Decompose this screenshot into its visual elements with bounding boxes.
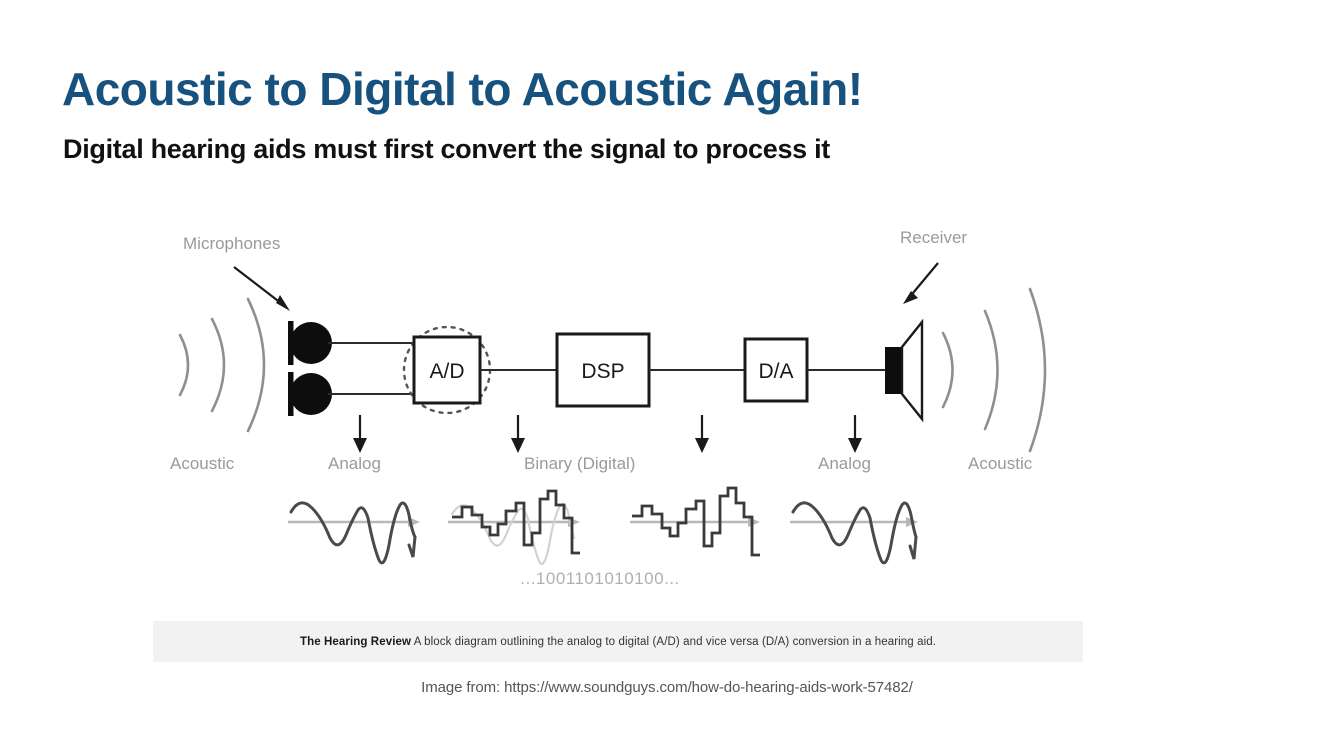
block-dsp-label: DSP — [581, 360, 624, 383]
caption-band: The Hearing Review A block diagram outli… — [153, 621, 1083, 662]
diagram-svg: Microphones A/D — [170, 228, 1047, 588]
receiver-label: Receiver — [900, 228, 967, 247]
block-da — [743, 337, 809, 403]
stage-label-binary: Binary (Digital) — [524, 454, 635, 473]
stage-label-analog-out: Analog — [818, 454, 871, 473]
receiver-pointer-arrow-icon — [903, 262, 939, 304]
block-ad — [412, 335, 482, 405]
block-diagram-figure: Microphones A/D — [0, 215, 1334, 635]
source-attribution: Image from: https://www.soundguys.com/ho… — [421, 679, 913, 696]
waveform-digital-2 — [630, 486, 760, 557]
stage-label-acoustic-in: Acoustic — [170, 454, 235, 473]
stage-arrow-analog-in-icon — [353, 415, 367, 453]
block-ad-label: A/D — [429, 360, 464, 383]
binary-string-label: ...1001101010100... — [520, 569, 680, 588]
stage-label-acoustic-out: Acoustic — [968, 454, 1033, 473]
caption-source-name: The Hearing Review — [299, 635, 412, 648]
block-dsp — [555, 332, 651, 408]
mic-to-ad-signal-lines — [328, 342, 414, 395]
stage-label-analog-in: Analog — [328, 454, 381, 473]
acoustic-input-waves-icon — [178, 297, 266, 433]
waveform-analog-2 — [790, 501, 918, 565]
caption-body: A block diagram outlining the analog to … — [411, 635, 937, 648]
receiver-speaker-icon — [885, 318, 924, 423]
microphones-label: Microphones — [183, 234, 280, 253]
page-title: Acoustic to Digital to Acoustic Again! — [62, 63, 863, 115]
microphones-pointer-arrow-icon — [233, 266, 290, 311]
page-subtitle: Digital hearing aids must first convert … — [63, 134, 830, 164]
microphone-bottom-icon — [288, 372, 332, 416]
stage-arrow-binary-icon — [511, 415, 525, 453]
microphone-top-icon — [288, 321, 332, 365]
acoustic-output-waves-icon — [941, 287, 1047, 453]
block-da-label: D/A — [758, 360, 793, 383]
caption-text: The Hearing Review A block diagram outli… — [300, 636, 936, 648]
stage-arrow-binary-2-icon — [695, 415, 709, 453]
waveform-digital-1 — [448, 489, 580, 565]
waveform-analog-1 — [288, 501, 420, 565]
stage-arrow-analog-out-icon — [848, 415, 862, 453]
